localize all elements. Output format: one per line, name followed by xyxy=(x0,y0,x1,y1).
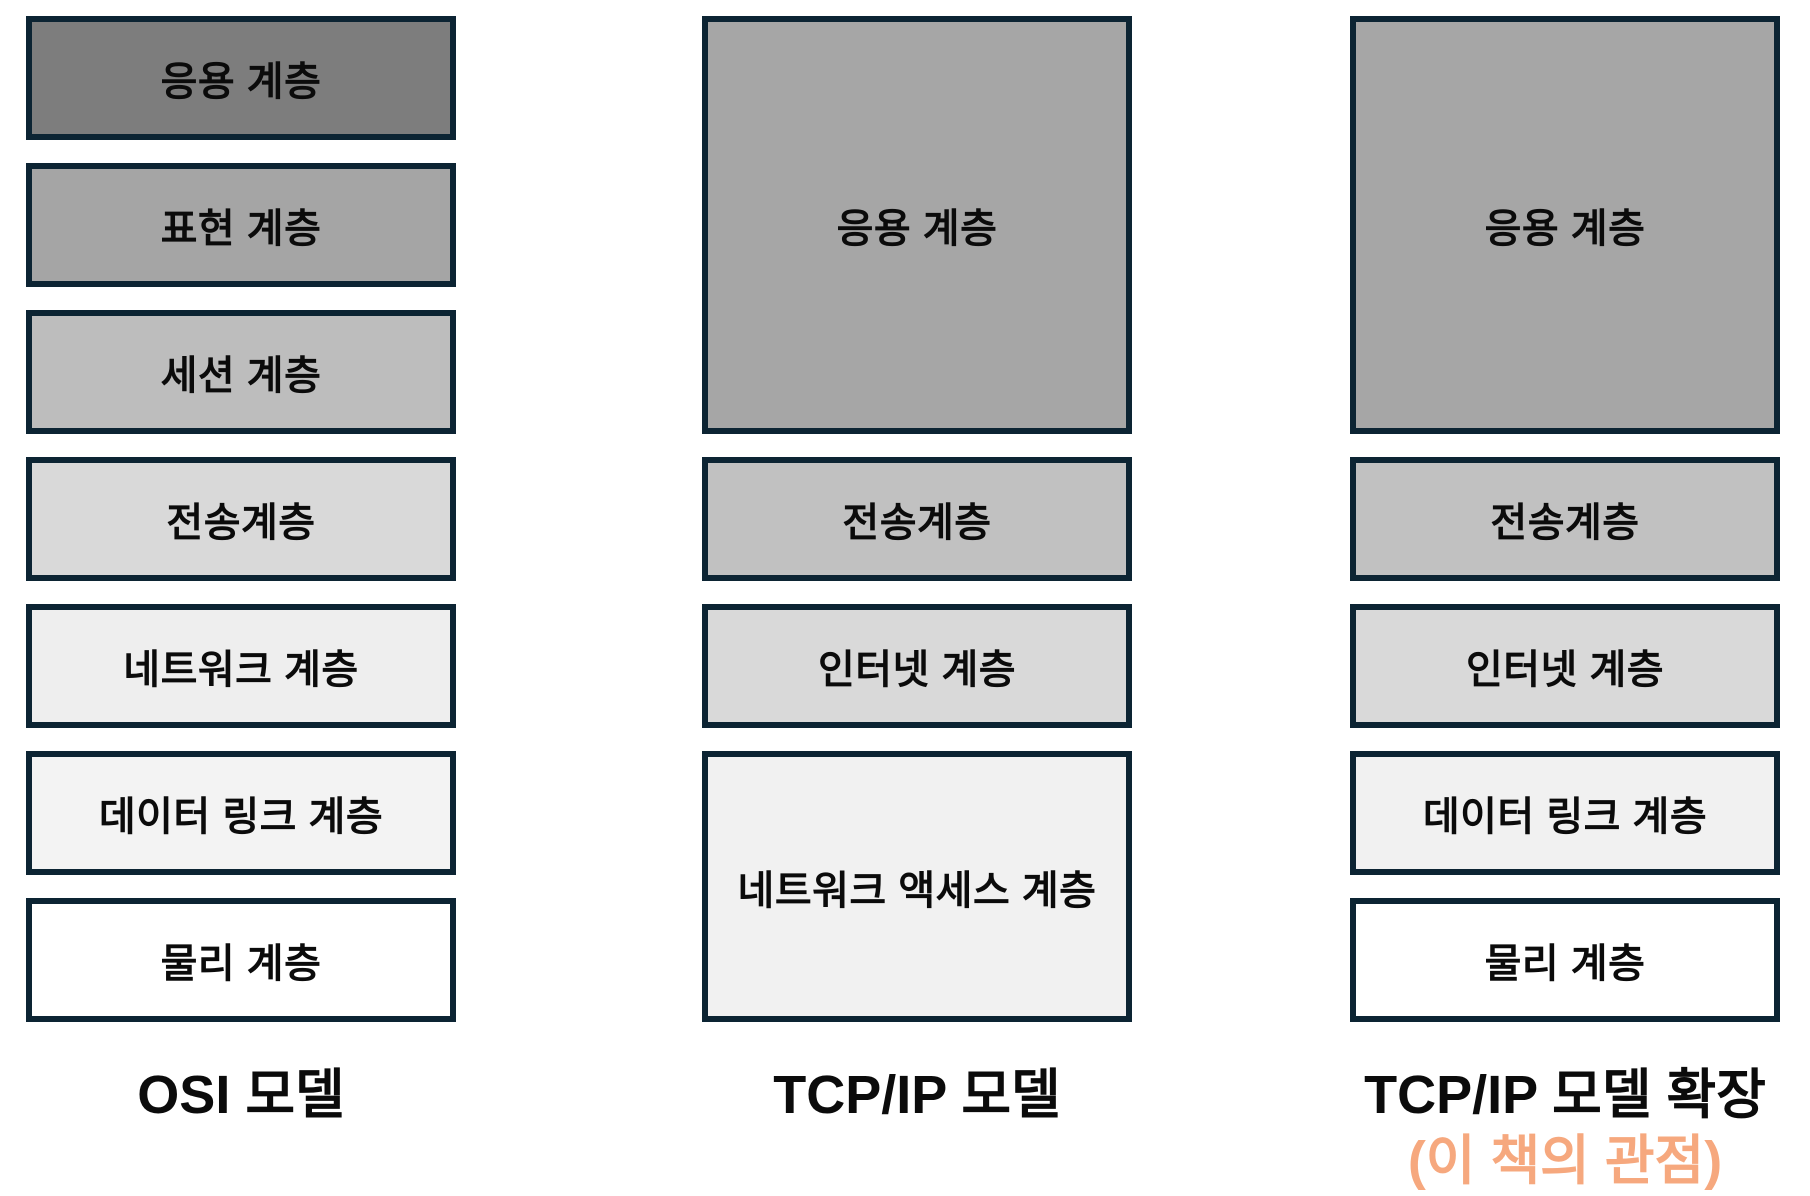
osi-data-link-layer-box: 데이터 링크 계층 xyxy=(26,751,456,875)
tcpip-transport-layer-box: 전송계층 xyxy=(702,457,1132,581)
osi-data-link-layer-label: 데이터 링크 계층 xyxy=(98,795,384,839)
tcpip-extended-transport-layer-box: 전송계층 xyxy=(1350,457,1780,581)
osi-application-layer-label: 응용 계층 xyxy=(160,60,322,104)
column-label-tcpip-model: TCP/IP 모델 xyxy=(773,1065,1061,1125)
column-label-tcpip-extended-model: TCP/IP 모델 확장 xyxy=(1364,1065,1766,1125)
tcpip-network-access-layer-box: 네트워크 액세스 계층 xyxy=(702,751,1132,1022)
osi-transport-layer-label: 전송계층 xyxy=(166,501,316,545)
tcpip-extended-physical-layer-label: 물리 계층 xyxy=(1484,942,1646,986)
tcpip-application-layer-label: 응용 계층 xyxy=(836,207,998,251)
tcpip-extended-application-layer-label: 응용 계층 xyxy=(1484,207,1646,251)
tcpip-extended-application-layer-box: 응용 계층 xyxy=(1350,16,1780,434)
osi-presentation-layer-box: 표현 계층 xyxy=(26,163,456,287)
tcpip-application-layer-box: 응용 계층 xyxy=(702,16,1132,434)
tcpip-extended-internet-layer-box: 인터넷 계층 xyxy=(1350,604,1780,728)
tcpip-extended-data-link-layer-box: 데이터 링크 계층 xyxy=(1350,751,1780,875)
osi-transport-layer-box: 전송계층 xyxy=(26,457,456,581)
tcpip-internet-layer-box: 인터넷 계층 xyxy=(702,604,1132,728)
osi-physical-layer-label: 물리 계층 xyxy=(160,942,322,986)
tcpip-transport-layer-label: 전송계층 xyxy=(842,501,992,545)
column-sublabel-book-perspective: (이 책의 관점) xyxy=(1407,1131,1723,1191)
tcpip-extended-transport-layer-label: 전송계층 xyxy=(1490,501,1640,545)
tcpip-internet-layer-label: 인터넷 계층 xyxy=(817,648,1017,692)
tcpip-extended-data-link-layer-label: 데이터 링크 계층 xyxy=(1422,795,1708,839)
osi-session-layer-box: 세션 계층 xyxy=(26,310,456,434)
osi-application-layer-box: 응용 계층 xyxy=(26,16,456,140)
tcpip-extended-internet-layer-label: 인터넷 계층 xyxy=(1465,648,1665,692)
osi-network-layer-box: 네트워크 계층 xyxy=(26,604,456,728)
osi-network-layer-label: 네트워크 계층 xyxy=(123,648,359,692)
osi-physical-layer-box: 물리 계층 xyxy=(26,898,456,1022)
column-label-osi-model: OSI 모델 xyxy=(137,1065,345,1125)
tcpip-network-access-layer-label: 네트워크 액세스 계층 xyxy=(737,868,1097,913)
osi-session-layer-label: 세션 계층 xyxy=(160,354,322,398)
tcpip-extended-physical-layer-box: 물리 계층 xyxy=(1350,898,1780,1022)
osi-presentation-layer-label: 표현 계층 xyxy=(160,207,322,251)
